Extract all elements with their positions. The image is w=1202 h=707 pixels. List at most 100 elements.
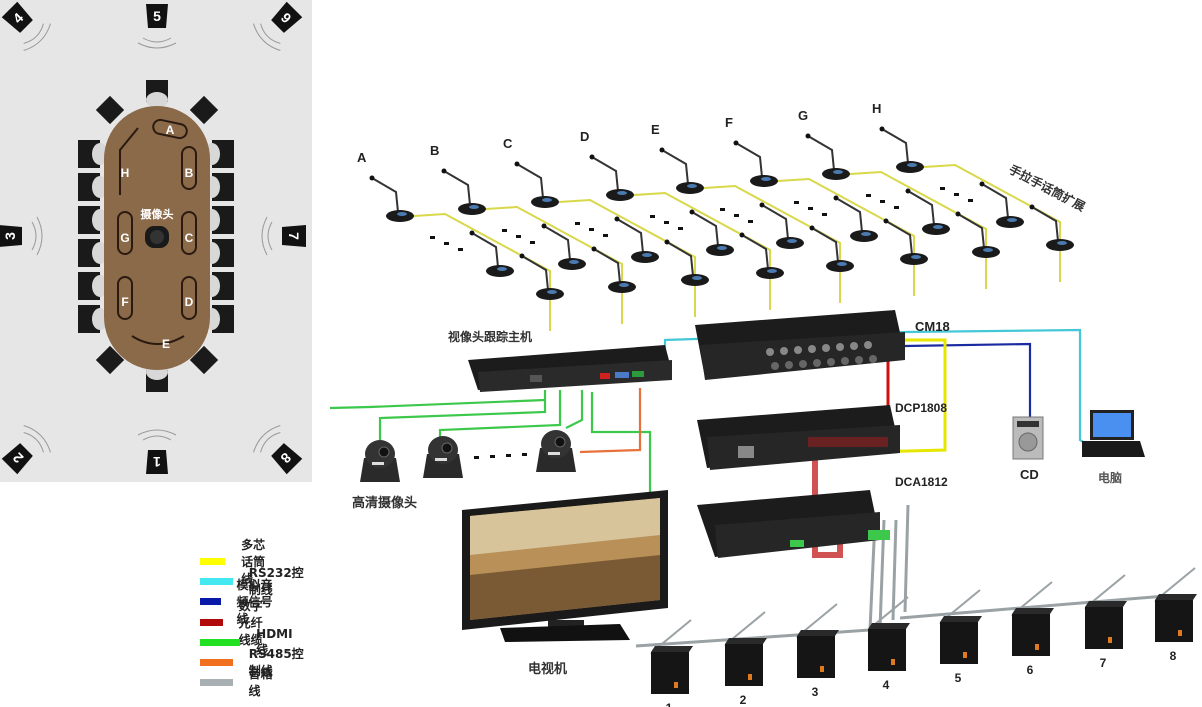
hdmi-cable-cam3 xyxy=(565,390,584,429)
dcp1808-label: DCP1808 xyxy=(895,401,947,415)
mic-unit xyxy=(833,195,878,242)
legend-label: HDMI线 xyxy=(256,626,293,657)
legend-item-speaker-cable: 音箱线 xyxy=(200,667,274,698)
room-speaker-5: 5 xyxy=(137,4,177,49)
cameras-label: 高清摄像头 xyxy=(352,495,417,510)
speaker-5[interactable]: 5 xyxy=(939,589,982,685)
mic-unit xyxy=(1029,204,1074,251)
cm18-device[interactable] xyxy=(695,310,905,380)
mic-cable xyxy=(558,198,696,317)
table-group-h: H xyxy=(121,166,130,180)
ellipsis-dot xyxy=(650,215,655,218)
mic-unit xyxy=(689,209,734,256)
chain-label-e: E xyxy=(651,122,660,137)
table-group-a: A xyxy=(166,123,175,137)
dcp1808-device[interactable] xyxy=(697,405,900,470)
ellipsis-dot xyxy=(954,193,959,196)
ellipsis-dot xyxy=(734,214,739,217)
table-group-b: B xyxy=(185,166,194,180)
hd-camera-2[interactable] xyxy=(423,436,463,478)
speaker-label: 3 xyxy=(812,685,819,699)
speaker-1[interactable]: 1 xyxy=(650,619,693,707)
chain-labels: A B C D E F G H xyxy=(357,101,881,165)
speaker-8[interactable]: 8 xyxy=(1154,567,1197,663)
ellipsis-dot xyxy=(444,242,449,245)
speaker-6[interactable]: 6 xyxy=(1011,581,1054,677)
legend-swatch xyxy=(200,658,233,666)
legend-swatch xyxy=(200,577,233,585)
ellipsis-dot xyxy=(748,220,753,223)
mic-unit-chain-b xyxy=(441,168,486,215)
speaker-7[interactable]: 7 xyxy=(1084,574,1127,670)
mic-unit-chain-g xyxy=(805,133,850,180)
hd-camera-3[interactable] xyxy=(536,430,576,472)
mic-cable xyxy=(633,191,771,310)
room-speaker-7: 7 xyxy=(261,216,306,256)
laptop-computer[interactable] xyxy=(1082,410,1145,457)
legend-label: RS232控制线 xyxy=(248,566,304,597)
speaker-3[interactable]: 3 xyxy=(796,603,839,699)
svg-text:3: 3 xyxy=(2,232,18,240)
room-layout-panel: A B C D E F G H 摄像头 5 xyxy=(0,0,312,482)
ellipsis-dot xyxy=(880,200,885,203)
mic-unit-group xyxy=(369,126,1074,300)
ellipsis-dot xyxy=(720,208,725,211)
mic-unit-chain-e xyxy=(659,147,704,194)
speaker-4[interactable]: 4 xyxy=(867,596,910,692)
mic-cable xyxy=(849,170,987,289)
ellipsis-dot xyxy=(458,248,463,251)
legend-swatch xyxy=(200,597,221,605)
table-group-c: C xyxy=(185,231,194,245)
ellipsis-dot xyxy=(664,221,669,224)
mic-unit xyxy=(809,225,854,272)
mic-unit xyxy=(883,218,928,265)
ellipsis-dot xyxy=(940,187,945,190)
mic-unit xyxy=(759,202,804,249)
hd-camera-1[interactable] xyxy=(360,440,400,482)
mic-cable xyxy=(703,184,841,303)
computer-label: 电脑 xyxy=(1098,470,1122,485)
ellipsis-dot xyxy=(603,234,608,237)
chair xyxy=(95,95,125,125)
hdmi-cable-cam2 xyxy=(438,390,562,444)
room-speaker-4: 4 xyxy=(1,1,52,52)
mic-cable xyxy=(485,205,623,324)
mic-unit xyxy=(955,211,1000,258)
legend-label: RS485控制线 xyxy=(248,647,304,678)
legend-label: 音箱线 xyxy=(248,667,273,698)
mic-cable-group xyxy=(413,163,1061,331)
mic-unit-chain-d xyxy=(589,154,634,201)
legend-swatch xyxy=(200,557,226,565)
svg-text:5: 5 xyxy=(153,8,161,24)
room-speaker-1: 1 xyxy=(137,429,177,474)
mic-unit xyxy=(664,239,709,286)
mic-unit xyxy=(739,232,784,279)
mic-extension-label: 手拉手话筒扩展 xyxy=(1007,161,1088,214)
ellipsis-dot xyxy=(502,229,507,232)
hdmi-cable-cam1 xyxy=(378,390,547,440)
speaker-label: 7 xyxy=(1100,656,1107,670)
room-speaker-3: 3 xyxy=(0,216,43,256)
legend-swatch xyxy=(200,618,223,626)
table-group-f: F xyxy=(121,295,128,309)
television[interactable] xyxy=(462,490,668,642)
camera-label: 摄像头 xyxy=(141,207,174,221)
mic-unit xyxy=(469,230,514,277)
speaker-label: 8 xyxy=(1170,649,1177,663)
dca1812-device[interactable] xyxy=(697,490,890,558)
camera-tracking-host[interactable] xyxy=(468,345,672,392)
cd-player[interactable] xyxy=(1012,416,1044,460)
table-group-g: G xyxy=(120,231,129,245)
legend-label: 数字光纤线缆 xyxy=(238,598,263,647)
table-group-d: D xyxy=(185,295,194,309)
legend-swatch xyxy=(200,638,241,646)
ellipsis-dot xyxy=(866,194,871,197)
ellipsis-dot xyxy=(678,227,683,230)
speaker-2[interactable]: 2 xyxy=(724,611,767,707)
camera-ellipsis xyxy=(474,453,527,459)
speaker-row: 12 3 456 7 8 xyxy=(650,567,1197,707)
mic-unit-chain-h xyxy=(879,126,924,173)
legend-item-rs485: RS485控制线 xyxy=(200,647,305,678)
mic-unit xyxy=(905,188,950,235)
